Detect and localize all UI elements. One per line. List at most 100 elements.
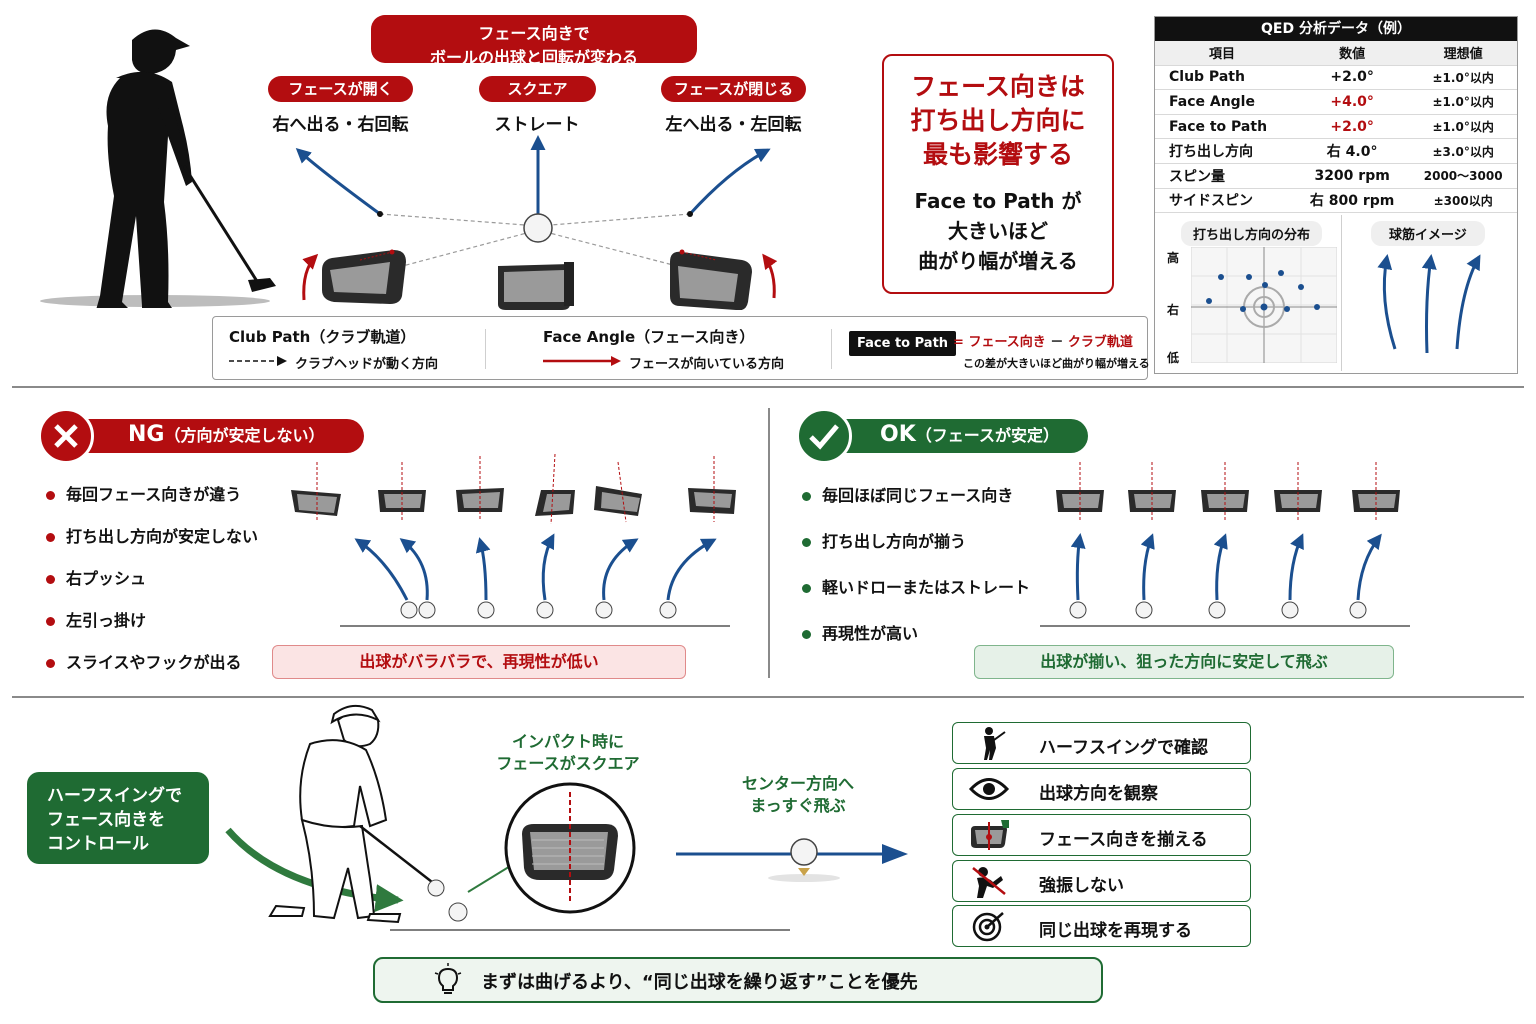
qed-col-ideal: 理想値 bbox=[1409, 41, 1517, 66]
target-icon bbox=[972, 912, 1004, 942]
ng-header: NG（方向が安定しない） bbox=[38, 408, 368, 464]
step-half-swing: ハーフスイングで確認 bbox=[952, 722, 1251, 764]
section-divider-2 bbox=[12, 696, 1524, 698]
qed-title: QED 分析データ（例） bbox=[1155, 17, 1517, 41]
half-swing-line-2: フェース向きを bbox=[47, 810, 166, 830]
ng-title-main: NG bbox=[128, 422, 165, 447]
face-direction-banner: フェース向きで ボールの出球と回転が変わる bbox=[371, 15, 697, 67]
row-item: Face Angle bbox=[1155, 89, 1295, 115]
axis-label-low: 低 bbox=[1167, 351, 1180, 365]
face-to-path-note: この差が大きいほど曲がり幅が増える bbox=[963, 357, 1150, 370]
ng-summary: 出球がバラバラで、再現性が低い bbox=[272, 645, 686, 679]
square-clubhead-icon bbox=[498, 262, 574, 310]
qed-col-item: 項目 bbox=[1155, 41, 1295, 66]
row-ideal: ±1.0°以内 bbox=[1409, 65, 1517, 91]
ng-title: NG（方向が安定しない） bbox=[128, 422, 325, 447]
face-to-path-badge: Face to Path bbox=[849, 331, 957, 356]
ok-bullets: 毎回ほぼ同じフェース向き 打ち出し方向が揃う 軽いドローまたはストレート 再現性… bbox=[802, 482, 1030, 656]
step-label: 出球方向を観察 bbox=[1039, 784, 1158, 804]
vertical-divider bbox=[768, 408, 770, 678]
axis-label-right: 右 bbox=[1167, 303, 1180, 317]
face-to-path-formula: = フェース向き － クラブ軌道 bbox=[953, 331, 1133, 350]
step-label: 強振しない bbox=[1039, 876, 1124, 896]
callout-headline-1: フェース向きは bbox=[911, 72, 1085, 101]
clubface-icon bbox=[971, 820, 1009, 850]
row-ideal: ±3.0°以内 bbox=[1409, 138, 1517, 164]
row-ideal: ±300以内 bbox=[1409, 188, 1517, 214]
ok-check-icon bbox=[796, 408, 852, 464]
ok-bullet-text: 軽いドローまたはストレート bbox=[822, 578, 1031, 597]
row-item: スピン量 bbox=[1155, 163, 1295, 189]
flight-title: 球筋イメージ bbox=[1371, 221, 1485, 246]
ng-bullet-text: 左引っ掛け bbox=[66, 611, 147, 630]
formula-minus: － bbox=[1050, 335, 1064, 350]
red-arrow-icon bbox=[543, 356, 621, 366]
face-angle-flight-diagram bbox=[295, 135, 778, 310]
table-row: Face to Path+2.0°±1.0°以内 bbox=[1155, 114, 1517, 140]
list-item: 左引っ掛け bbox=[46, 607, 258, 631]
ng-bullet-text: 毎回フェース向きが違う bbox=[66, 485, 242, 504]
banner-line-1: フェース向きで bbox=[478, 24, 590, 43]
ok-shots-diagram bbox=[1040, 462, 1410, 627]
center-line-1: センター方向へ bbox=[741, 774, 854, 793]
list-item: 毎回ほぼ同じフェース向き bbox=[802, 482, 1030, 506]
club-path-title: Club Path（クラブ軌道） bbox=[229, 328, 416, 346]
face-angle-desc: フェースが向いている方向 bbox=[629, 357, 784, 372]
qed-lower-divider bbox=[1341, 215, 1342, 371]
result-face-open: 右へ出る・右回転 bbox=[272, 115, 409, 135]
step-label: ハーフスイングで確認 bbox=[1039, 738, 1208, 758]
lightbulb-icon bbox=[434, 963, 462, 994]
row-value: 右 4.0° bbox=[1294, 138, 1410, 164]
table-row: Club Path+2.0°±1.0°以内 bbox=[1155, 65, 1517, 91]
list-item: 右プッシュ bbox=[46, 565, 258, 589]
step-repeat-launch: 同じ出球を再現する bbox=[952, 905, 1251, 947]
table-row: 打ち出し方向右 4.0°±3.0°以内 bbox=[1155, 138, 1517, 164]
center-line-2: まっすぐ飛ぶ bbox=[750, 796, 846, 815]
list-item: 軽いドローまたはストレート bbox=[802, 574, 1030, 598]
step-observe-launch: 出球方向を観察 bbox=[952, 768, 1251, 810]
step-label: フェース向きを揃える bbox=[1039, 830, 1208, 850]
legend-divider-2 bbox=[831, 329, 832, 369]
golfer-silhouette bbox=[40, 29, 276, 308]
half-swing-line-1: ハーフスイングで bbox=[47, 786, 182, 806]
open-clubhead-icon bbox=[302, 249, 406, 304]
ok-header: OK（フェースが安定） bbox=[796, 408, 1096, 464]
ok-bullet-text: 毎回ほぼ同じフェース向き bbox=[822, 486, 1014, 505]
list-item: 毎回フェース向きが違う bbox=[46, 481, 258, 505]
list-item: スライスやフックが出る bbox=[46, 649, 258, 673]
list-item: 打ち出し方向が安定しない bbox=[46, 523, 258, 547]
ng-bullet-text: スライスやフックが出る bbox=[66, 653, 242, 672]
face-angle-title: Face Angle（フェース向き） bbox=[543, 328, 755, 346]
eye-icon bbox=[968, 778, 1010, 800]
tag-face-open: フェースが開く bbox=[268, 76, 413, 102]
qed-col-value: 数値 bbox=[1294, 41, 1410, 66]
ng-title-sub: （方向が安定しない） bbox=[164, 426, 325, 445]
row-value: 3200 rpm bbox=[1294, 163, 1410, 189]
legend-divider-1 bbox=[485, 329, 486, 369]
center-caption: センター方向へ まっすぐ飛ぶ bbox=[712, 773, 884, 817]
row-item: 打ち出し方向 bbox=[1155, 138, 1295, 164]
axis-label-high: 高 bbox=[1167, 251, 1180, 265]
row-ideal: ±1.0°以内 bbox=[1409, 114, 1517, 140]
step-no-power-swing: 強振しない bbox=[952, 860, 1251, 902]
row-item: Face to Path bbox=[1155, 114, 1295, 140]
tag-square: スクエア bbox=[479, 76, 596, 102]
ball-flight-image bbox=[1377, 254, 1481, 354]
club-path-desc: クラブヘッドが動く方向 bbox=[295, 357, 439, 372]
ok-title-main: OK bbox=[880, 422, 916, 447]
step-align-face: フェース向きを揃える bbox=[952, 814, 1251, 856]
callout-sub-2: 大きいほど bbox=[948, 219, 1048, 243]
half-swing-golfer-illustration bbox=[225, 704, 790, 931]
callout-sub-3: 曲がり幅が増える bbox=[918, 249, 1078, 273]
table-row: Face Angle+4.0°±1.0°以内 bbox=[1155, 89, 1517, 115]
row-ideal: ±1.0°以内 bbox=[1409, 89, 1517, 115]
priority-tip-bar: まずは曲げるより、“同じ出球を繰り返す”ことを優先 bbox=[373, 957, 1103, 1003]
row-value: +2.0° bbox=[1294, 65, 1410, 91]
dispersion-title: 打ち出し方向の分布 bbox=[1181, 221, 1323, 246]
table-row: サイドスピン右 800 rpm±300以内 bbox=[1155, 188, 1517, 214]
key-point-callout: フェース向きは 打ち出し方向に 最も影響する Face to Path が 大き… bbox=[882, 54, 1114, 294]
row-value: +2.0° bbox=[1294, 114, 1410, 140]
formula-path: クラブ軌道 bbox=[1067, 335, 1133, 350]
list-item: 打ち出し方向が揃う bbox=[802, 528, 1030, 552]
